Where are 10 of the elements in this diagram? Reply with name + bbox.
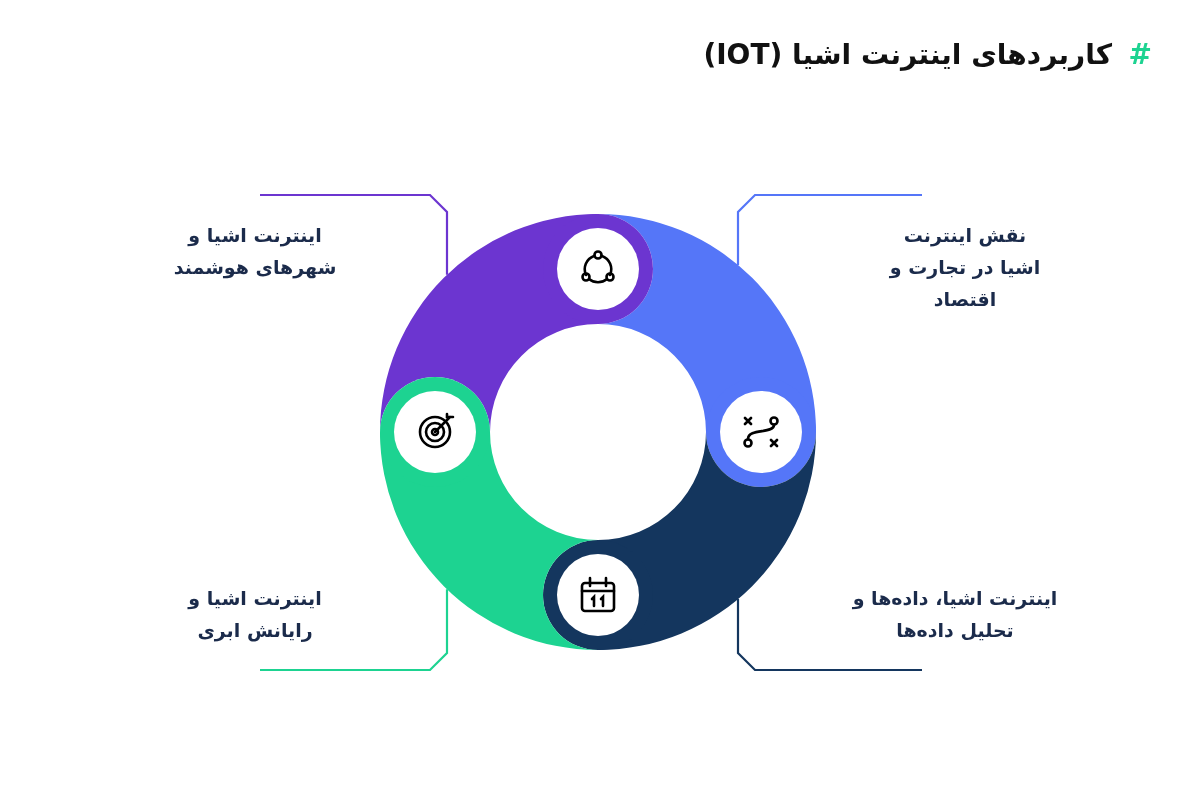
leader-line: [260, 193, 449, 275]
topic-label: نقش اینترنت اشیا در تجارت و اقتصاد: [889, 223, 1041, 312]
leader-line: [260, 589, 449, 672]
title: کاربردهای اینترنت اشیا (IOT): [703, 38, 1112, 71]
leader-line: [736, 193, 922, 265]
topic-label: اینترنت اشیا، داده‌ها و تحلیل داده‌ها: [851, 586, 1059, 643]
hash-symbol: #: [1128, 38, 1152, 71]
topic-label: اینترنت اشیا و رایانش ابری: [186, 586, 323, 644]
topic-label: اینترنت اشیا و شهرهای هوشمند: [172, 223, 338, 281]
leader-line: [736, 599, 922, 672]
